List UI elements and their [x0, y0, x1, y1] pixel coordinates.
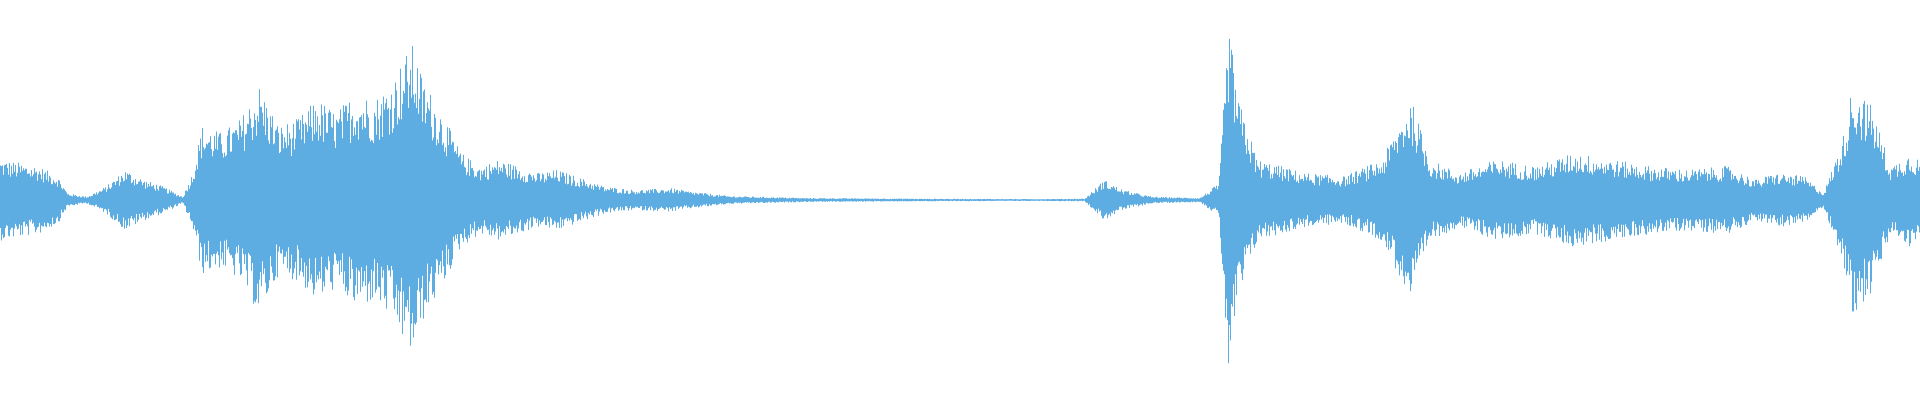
- waveform-bars: [0, 38, 1920, 364]
- waveform-path: [0, 38, 1920, 364]
